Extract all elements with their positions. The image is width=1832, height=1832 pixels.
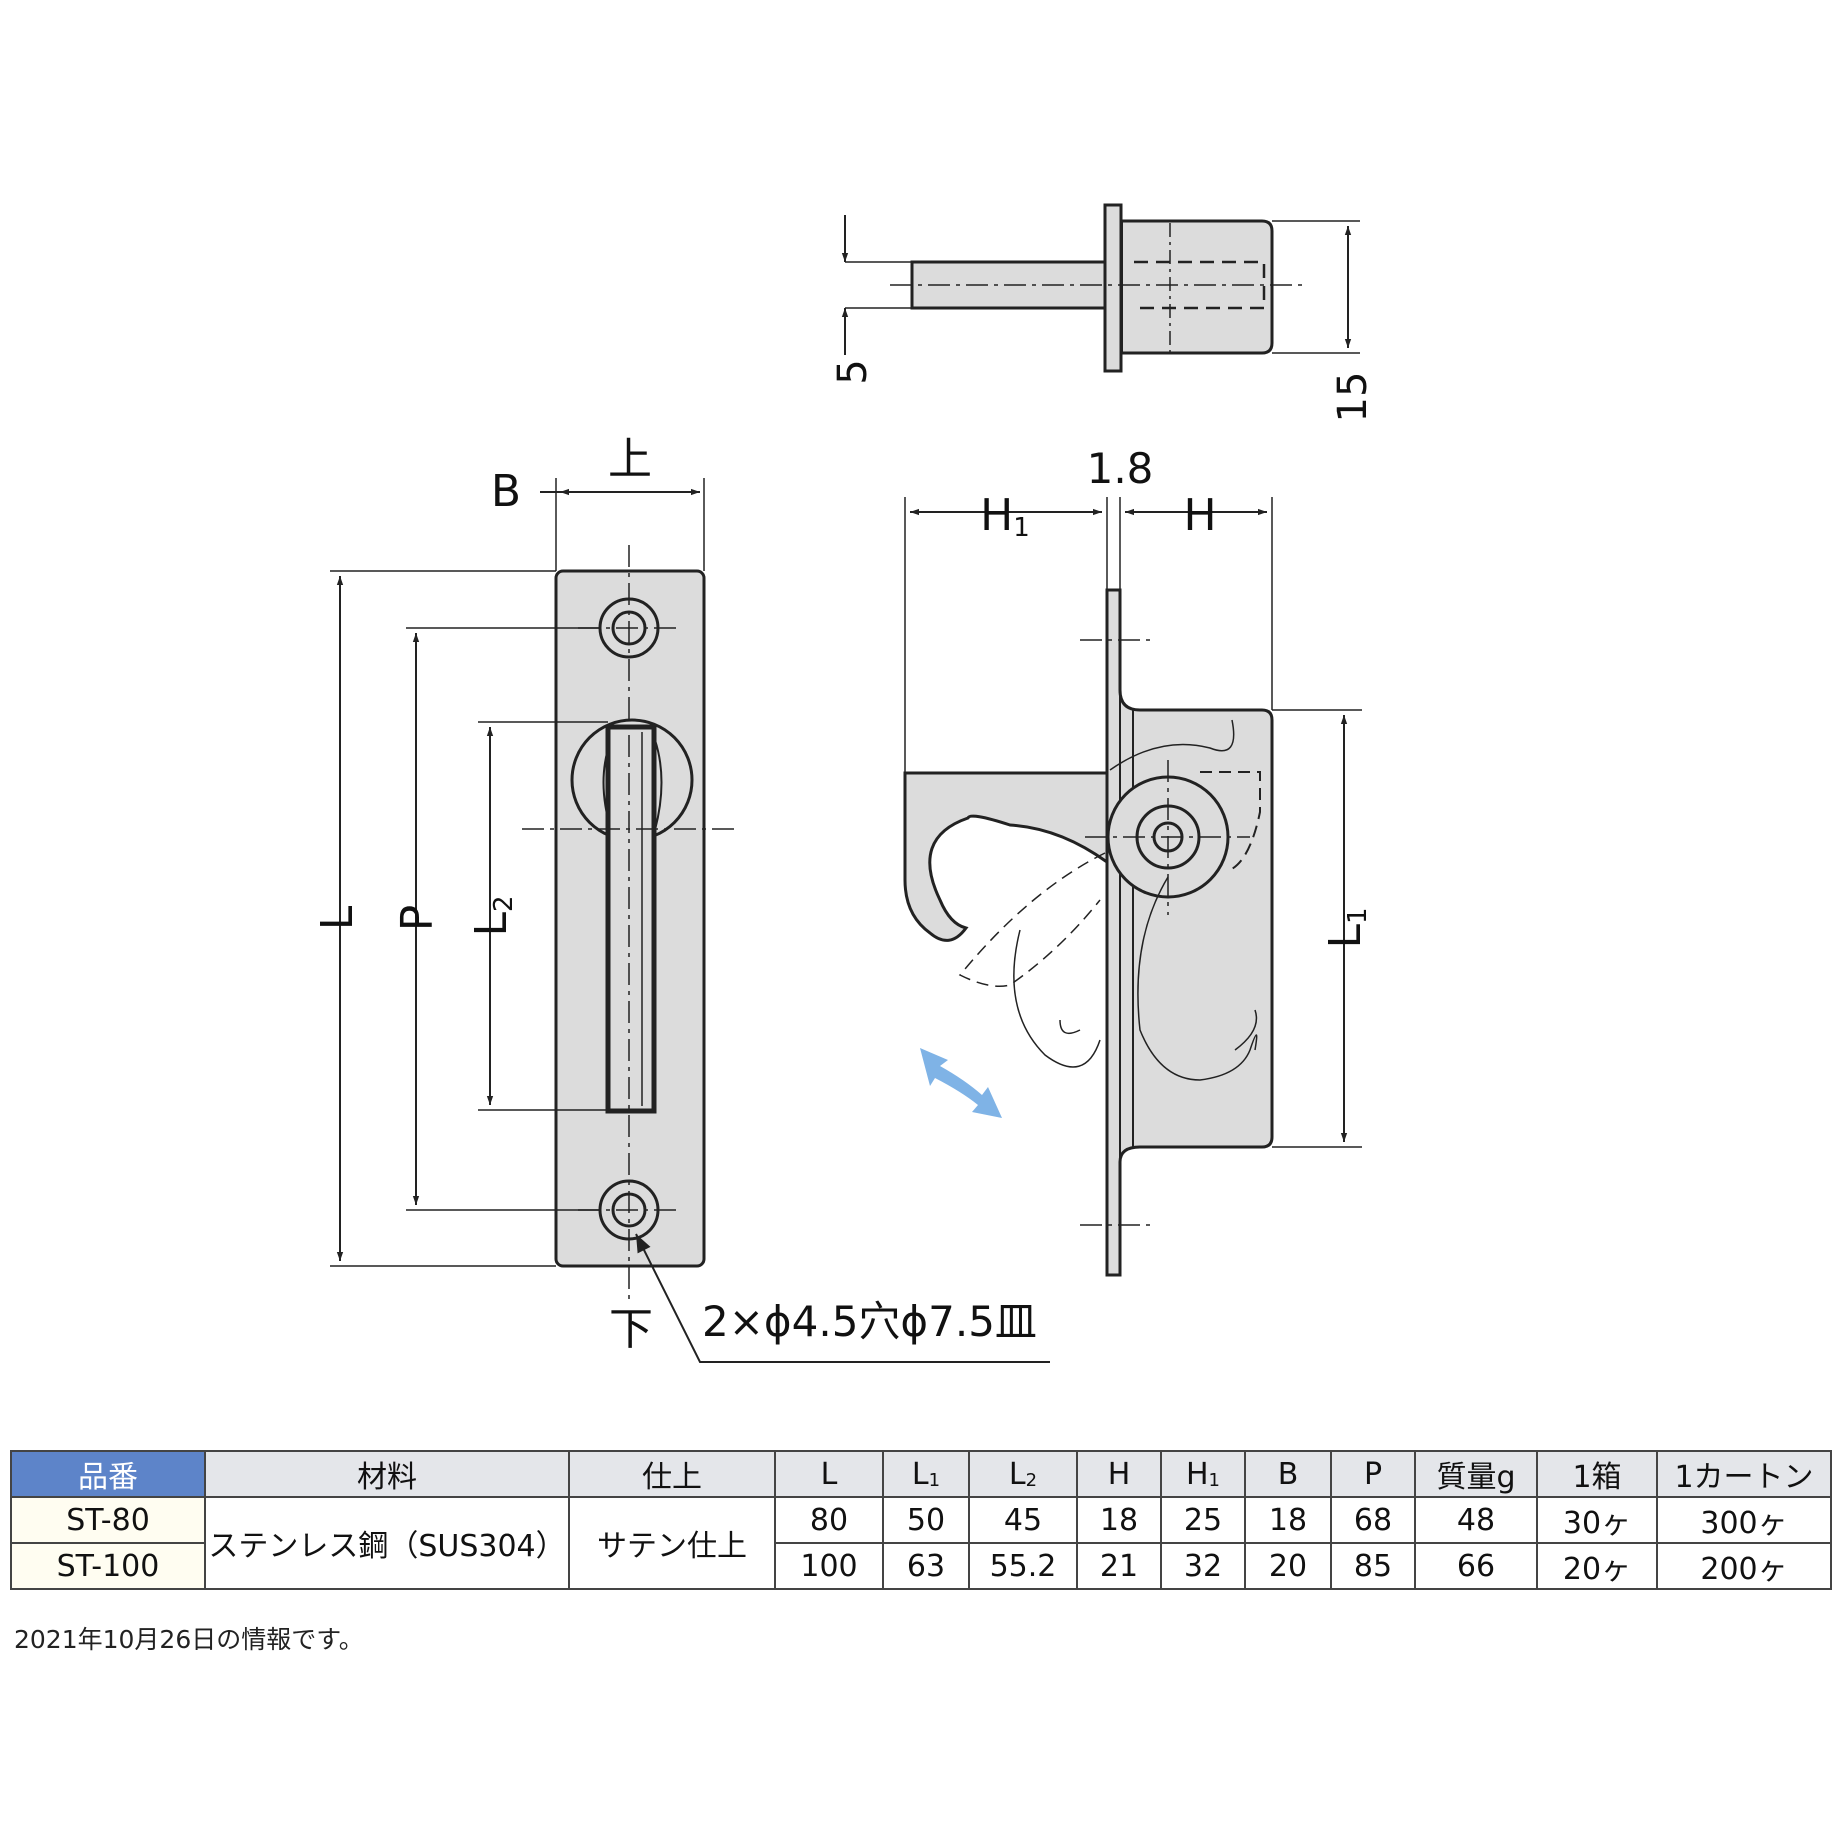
hole-leader-line (635, 1233, 1050, 1363)
header-l: L (774, 1450, 884, 1498)
header-box: 1箱 (1536, 1450, 1658, 1498)
header-finish: 仕上 (568, 1450, 776, 1498)
cell-l2: 55.2 (968, 1542, 1078, 1590)
cell-carton: 200ヶ (1656, 1542, 1832, 1590)
cell-l2: 45 (968, 1496, 1078, 1544)
dim-l: L (312, 905, 363, 930)
cell-l: 100 (774, 1542, 884, 1590)
rotation-arrow-icon (920, 1048, 1002, 1118)
header-part-number: 品番 (10, 1450, 206, 1498)
cell-mass: 66 (1414, 1542, 1538, 1590)
spec-table: 品番 材料 仕上 L L1 L2 H H1 B P 質量g 1箱 1カートン S… (10, 1450, 1832, 1590)
cell-l1: 50 (882, 1496, 970, 1544)
latch-body (1105, 588, 1274, 1277)
cell-p: 85 (1330, 1542, 1416, 1590)
cell-part-number: ST-100 (10, 1542, 206, 1590)
cell-l1: 63 (882, 1542, 970, 1590)
header-h1: H1 (1160, 1450, 1246, 1498)
header-l2: L2 (968, 1450, 1078, 1498)
lever-slot (605, 724, 657, 1114)
cell-material: ステンレス鋼（SUS304） (204, 1496, 570, 1590)
cell-carton: 300ヶ (1656, 1496, 1832, 1544)
cell-b: 18 (1244, 1496, 1332, 1544)
header-mass: 質量g (1414, 1450, 1538, 1498)
header-p: P (1330, 1450, 1416, 1498)
dim-h1: H1 (980, 490, 1030, 543)
table-row: ST-80 ステンレス鋼（SUS304） サテン仕上 80 50 45 18 2… (10, 1496, 1832, 1590)
dim-l1: L1 (1320, 907, 1373, 948)
header-carton: 1カートン (1656, 1450, 1832, 1498)
pin-bush (1119, 219, 1274, 355)
info-date-note: 2021年10月26日の情報です。 (14, 1625, 364, 1654)
cell-h1: 32 (1160, 1542, 1246, 1590)
hole-callout: 2×ϕ4.5穴ϕ7.5皿 (702, 1297, 1037, 1346)
header-b: B (1244, 1450, 1332, 1498)
header-material: 材料 (204, 1450, 570, 1498)
table-header-row: 品番 材料 仕上 L L1 L2 H H1 B P 質量g 1箱 1カートン (10, 1450, 1832, 1498)
header-h: H (1076, 1450, 1162, 1498)
cell-h1: 25 (1160, 1496, 1246, 1544)
plate-front-view (554, 569, 706, 1268)
cell-mass: 48 (1414, 1496, 1538, 1544)
latch-side-view (903, 588, 1274, 1277)
pin-side-view (910, 203, 1274, 373)
dim-pin-diameter: 5 (830, 359, 876, 384)
dim-l2: L2 (466, 895, 519, 936)
technical-drawing: 5 15 (312, 203, 1376, 1363)
dim-p: P (392, 905, 443, 932)
dim-bush-diameter: 15 (1330, 372, 1376, 423)
label-top: 上 (608, 434, 652, 485)
latch-hook (903, 771, 1109, 942)
cell-box: 20ヶ (1536, 1542, 1658, 1590)
cell-l: 80 (774, 1496, 884, 1544)
cell-box: 30ヶ (1536, 1496, 1658, 1544)
cell-part-number: ST-80 (10, 1496, 206, 1544)
cell-p: 68 (1330, 1496, 1416, 1544)
label-bottom: 下 (609, 1304, 653, 1355)
header-l1: L1 (882, 1450, 970, 1498)
cell-h: 18 (1076, 1496, 1162, 1544)
cell-h: 21 (1076, 1542, 1162, 1590)
table-row: ST-100 100 63 55.2 21 32 20 85 66 20ヶ 20… (10, 1542, 1832, 1590)
pin-flange (1103, 203, 1123, 373)
dim-thickness: 1.8 (1087, 444, 1154, 493)
dim-h: H (1183, 490, 1216, 541)
dim-b: B (491, 466, 521, 517)
cell-finish: サテン仕上 (568, 1496, 776, 1590)
cell-b: 20 (1244, 1542, 1332, 1590)
